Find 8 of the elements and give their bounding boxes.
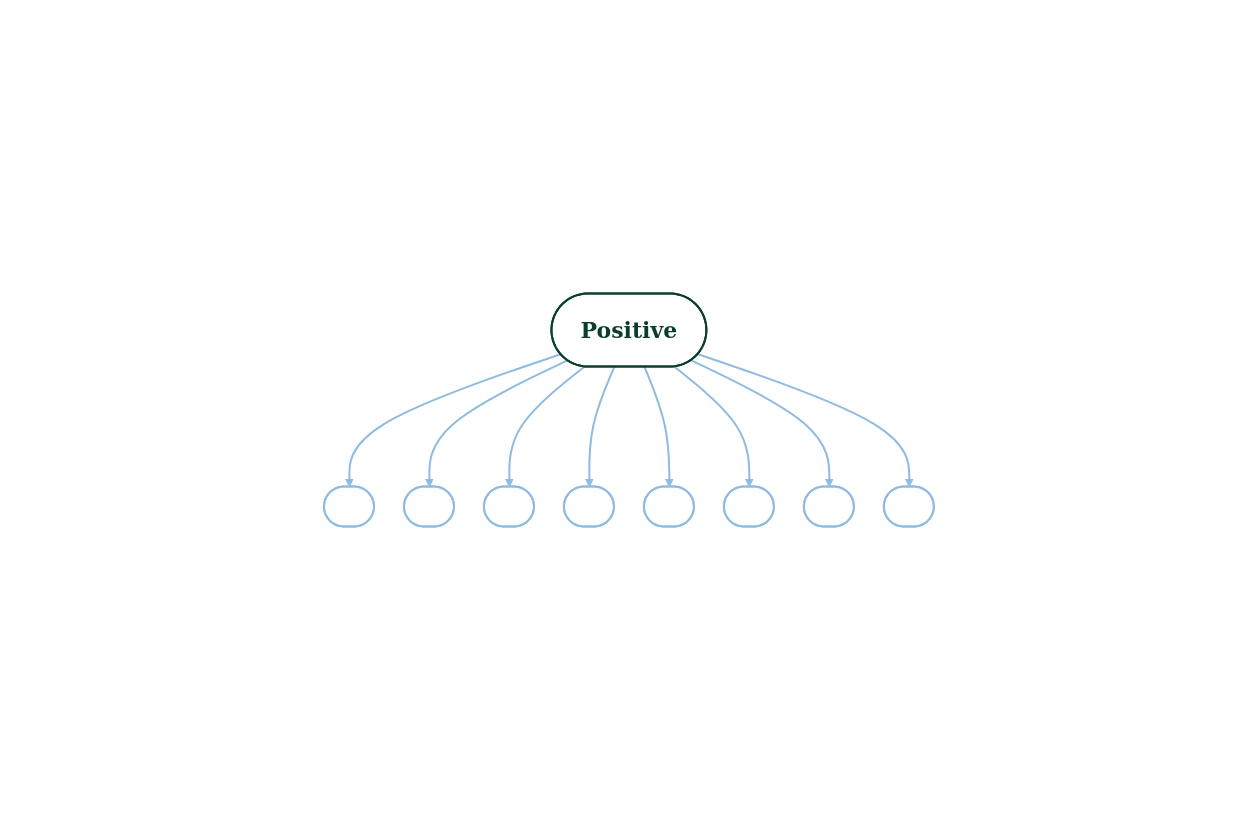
- arrow: [345, 353, 562, 488]
- arrow: [673, 365, 754, 488]
- arrow: [697, 353, 914, 488]
- arrow: [643, 366, 674, 488]
- arrow: [505, 365, 586, 488]
- arrow: [585, 366, 616, 488]
- arrow: [425, 359, 569, 488]
- arrow: [690, 359, 834, 488]
